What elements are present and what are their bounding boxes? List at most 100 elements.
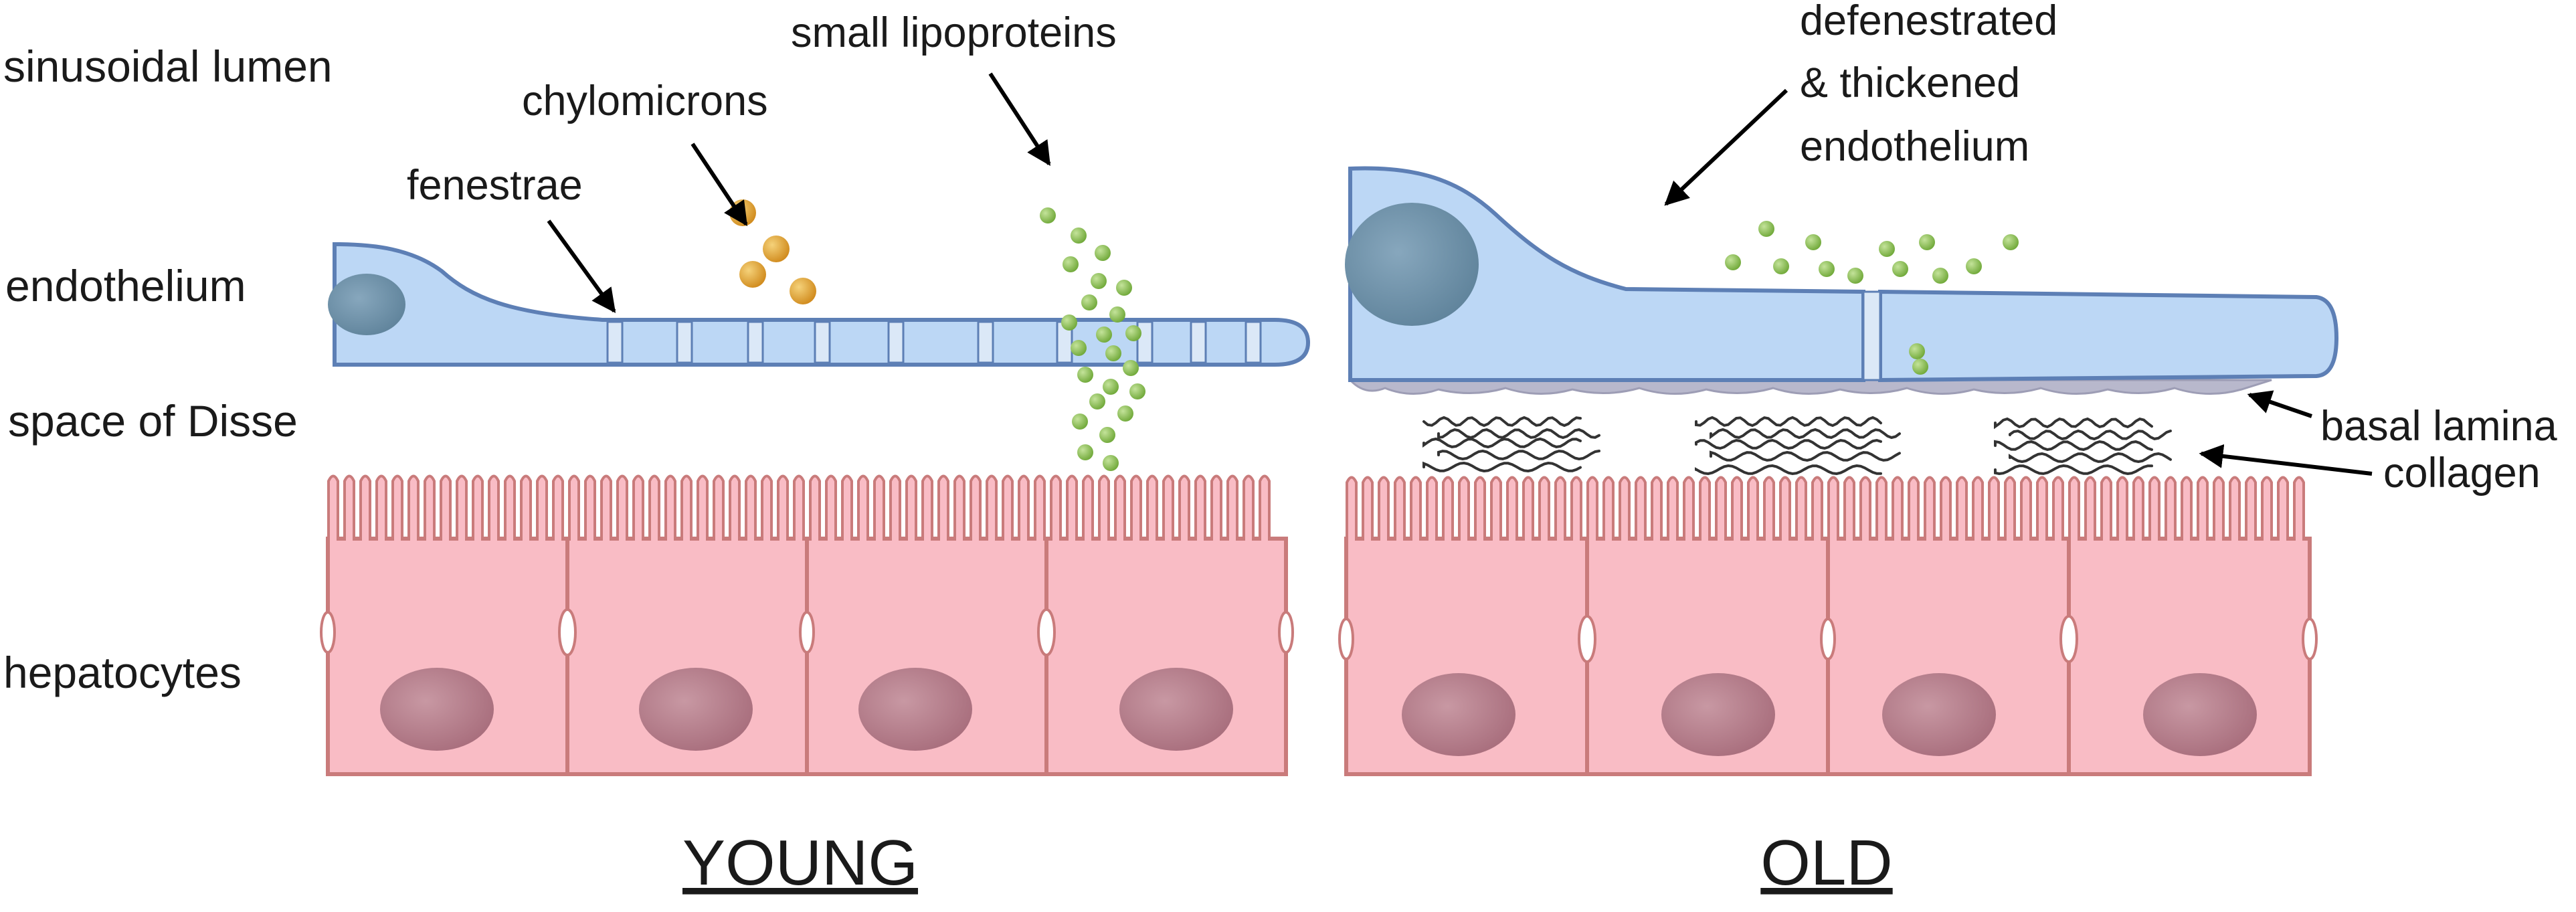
old-hepatocytes <box>1338 476 2318 776</box>
lipoprotein-particle <box>1819 261 1835 277</box>
lipoprotein-particle <box>1909 343 1925 359</box>
collagen-fiber <box>1994 440 2153 452</box>
microvillus <box>472 474 484 541</box>
young-hepatocyte-nucleus-3 <box>858 668 972 751</box>
microvillus <box>1346 476 1358 541</box>
microvillus <box>857 474 869 541</box>
microvillus <box>1731 476 1743 541</box>
lipoprotein-particle <box>1117 405 1133 422</box>
fenestra <box>1190 321 1207 364</box>
label-fenestrae: fenestrae <box>407 162 583 209</box>
lipoprotein-particle <box>1095 245 1111 261</box>
lipoprotein-particle <box>1847 268 1863 284</box>
collagen-fibers <box>1422 416 2172 476</box>
chylomicron-particle <box>790 278 816 304</box>
microvillus <box>1130 474 1142 541</box>
microvillus <box>1194 474 1206 541</box>
microvillus <box>1827 476 1839 541</box>
chylomicrons-arrow <box>691 143 748 226</box>
old-lipoprotein-particles <box>1725 221 2019 375</box>
microvillus <box>1410 476 1422 541</box>
microvillus <box>1098 474 1110 541</box>
collagen-arrow <box>2199 444 2373 476</box>
lipoprotein-particle <box>1116 280 1132 296</box>
label-defenestrated-line2: & thickened <box>1800 60 2020 106</box>
microvillus <box>2165 476 2177 541</box>
lipoprotein-particle <box>1805 234 1821 250</box>
label-collagen: collagen <box>2383 450 2541 496</box>
microvillus <box>761 474 773 541</box>
lipoprotein-particle <box>1077 367 1093 383</box>
microvillus <box>456 474 468 541</box>
microvillus <box>1667 476 1679 541</box>
old-endothelium <box>1345 166 2339 383</box>
young-microvilli <box>327 474 1271 541</box>
young-junction-4 <box>1037 608 1056 656</box>
microvillus <box>1586 476 1598 541</box>
microvillus <box>1747 476 1759 541</box>
microvillus <box>391 474 403 541</box>
lipoprotein-particle <box>1912 359 1928 375</box>
old-junction-4 <box>2059 615 2078 663</box>
microvillus <box>2068 476 2080 541</box>
panel-title-old: OLD <box>1760 827 1892 899</box>
microvillus <box>841 474 853 541</box>
microvillus <box>616 474 628 541</box>
fenestra <box>1245 321 1262 364</box>
microvillus <box>1811 476 1823 541</box>
microvillus <box>2181 476 2193 541</box>
lipoprotein-particle <box>1725 254 1741 270</box>
microvillus <box>2148 476 2160 541</box>
old-junction-2 <box>1578 615 1596 663</box>
microvillus <box>1178 474 1190 541</box>
basal-lamina-arrow <box>2247 390 2312 418</box>
lipoprotein-particle <box>1966 258 1982 274</box>
old-endothelial-nucleus <box>1345 203 1479 326</box>
microvillus <box>359 474 371 541</box>
lipoprotein-particle <box>1892 261 1908 277</box>
microvillus <box>2261 476 2273 541</box>
lipoprotein-particle <box>1103 455 1119 471</box>
microvillus <box>568 474 580 541</box>
lipoprotein-particle <box>1096 327 1112 343</box>
microvillus <box>1442 476 1454 541</box>
microvillus <box>2197 476 2209 541</box>
microvillus <box>1490 476 1502 541</box>
old-endothelial-cell-right <box>1878 289 2339 383</box>
microvillus <box>2245 476 2257 541</box>
lipoprotein-particle <box>1758 221 1774 237</box>
old-junction-5 <box>2302 618 2318 660</box>
collagen-fiber <box>2009 452 2172 464</box>
callout-arrows <box>547 72 2373 476</box>
old-endothelial-cell-left <box>1348 166 1865 382</box>
collagen-fiber <box>1437 449 1600 461</box>
microvillus <box>2277 476 2289 541</box>
label-endothelium: endothelium <box>5 261 246 310</box>
microvillus <box>1146 474 1158 541</box>
microvillus <box>504 474 516 541</box>
microvillus <box>1763 476 1775 541</box>
old-hepatocyte-nucleus-2 <box>1661 673 1775 756</box>
old-hepatocyte-nucleus-3 <box>1882 673 1996 756</box>
microvillus <box>520 474 532 541</box>
microvillus <box>1066 474 1078 541</box>
old-junction-3 <box>1820 618 1836 660</box>
lipoprotein-particle <box>1089 393 1105 409</box>
microvillus <box>1259 474 1271 541</box>
microvillus <box>2084 476 2096 541</box>
young-junction-5 <box>1278 611 1294 654</box>
fenestra <box>1136 321 1154 364</box>
microvillus <box>1651 476 1663 541</box>
microvillus <box>729 474 741 541</box>
microvillus <box>2100 476 2112 541</box>
lipoprotein-particle <box>1932 268 1948 284</box>
old-junction-1 <box>1338 618 1354 660</box>
label-sinusoidal-lumen: sinusoidal lumen <box>3 41 333 91</box>
label-chylomicrons: chylomicrons <box>522 78 768 124</box>
lipoprotein-particle <box>1129 383 1145 399</box>
microvillus <box>1114 474 1126 541</box>
fenestra <box>814 321 831 364</box>
lipoprotein-particle <box>1919 234 1935 250</box>
lipoprotein-particle <box>1091 273 1107 289</box>
